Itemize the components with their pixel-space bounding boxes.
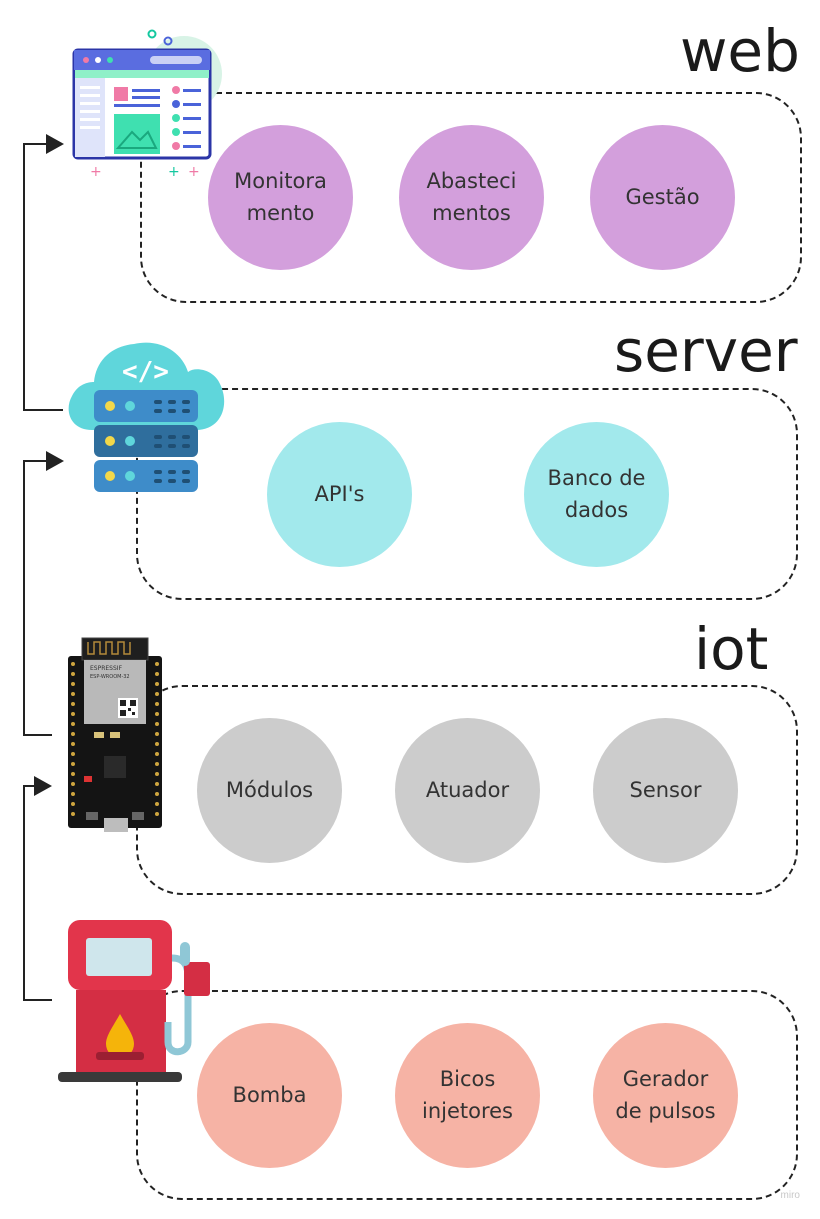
svg-text:+: +: [168, 164, 180, 180]
server-node-banco-de-dados: Banco de dados: [524, 422, 669, 567]
node-label: Sensor: [629, 777, 702, 802]
web-node-monitoramento: Monitoramento: [208, 125, 353, 270]
node-label: Bomba: [232, 1082, 307, 1107]
cloud-server-icon: </>: [68, 342, 225, 492]
iot-node-sensor: Sensor: [593, 718, 738, 863]
web-group: [140, 92, 802, 303]
iot-node-atuador: Atuador: [395, 718, 540, 863]
server-node-apis: API's: [267, 422, 412, 567]
arrow-server-to-web: [23, 134, 64, 411]
node-label: Atuador: [425, 777, 510, 802]
iot-node-modulos: Módulos: [197, 718, 342, 863]
web-browser-icon: + + +: [72, 29, 222, 180]
svg-text:+: +: [90, 164, 102, 180]
server-group: [136, 388, 798, 600]
node-label: Monitoramento: [234, 169, 327, 225]
node-label: Gestão: [625, 184, 700, 209]
web-node-gestao: Gestão: [590, 125, 735, 270]
board-model-label: ESP-WROOM-32: [90, 674, 130, 680]
pump-node-bomba: Bomba: [197, 1023, 342, 1168]
watermark: miro: [780, 1190, 800, 1201]
node-label: API's: [314, 481, 365, 506]
node-label: Bicos injetores: [421, 1067, 513, 1123]
pump-node-gerador-de-pulsos: Gerador de pulsos: [593, 1023, 738, 1168]
iot-title: iot: [694, 615, 769, 683]
fuel-pump-icon: [58, 920, 210, 1082]
arrow-pump-to-iot: [23, 776, 52, 1001]
esp32-board-icon: ESPRESSIF ESP-WROOM-32: [68, 637, 162, 832]
arrow-iot-to-server: [23, 451, 64, 736]
node-label: Banco de dados: [547, 466, 646, 522]
svg-text:+: +: [188, 164, 200, 180]
board-brand-label: ESPRESSIF: [90, 665, 123, 672]
node-label: Módulos: [225, 777, 314, 802]
web-node-abastecimentos: Abastecimentos: [399, 125, 544, 270]
node-label: Gerador de pulsos: [615, 1067, 716, 1123]
server-title: server: [614, 317, 798, 385]
svg-text:</>: </>: [122, 357, 169, 387]
web-title: web: [680, 17, 800, 85]
pump-group: [136, 990, 798, 1200]
pump-node-bicos-injetores: Bicos injetores: [395, 1023, 540, 1168]
node-label: Abastecimentos: [426, 169, 517, 225]
